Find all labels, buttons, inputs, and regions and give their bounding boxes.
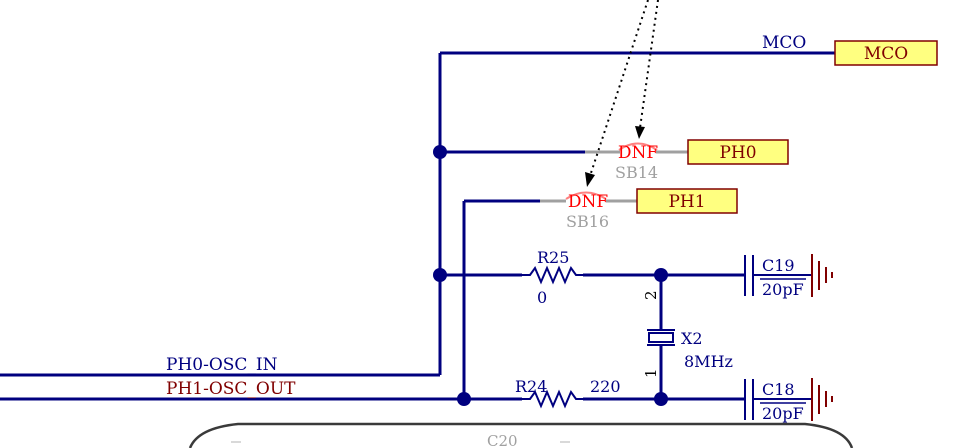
junction-ph0-sb14	[433, 145, 447, 159]
sb14-dnf: DNF	[618, 143, 659, 163]
dotted-arrow-ph1	[589, 0, 649, 177]
ground-c19-icon	[811, 254, 833, 297]
x2-pin1: 1	[642, 368, 660, 378]
r24-designator: R24	[515, 377, 547, 396]
port-ph0-label: PH0	[719, 143, 756, 163]
net-label-mco: MCO	[762, 33, 806, 53]
sb14-designator: SB14	[615, 163, 658, 182]
c19-value: 20pF	[762, 280, 804, 299]
crystal-x2: 2 1 X2 8MHz	[642, 290, 733, 378]
c18-designator: C18	[762, 380, 795, 399]
port-ph1[interactable]: PH1	[636, 188, 738, 214]
junction-ph1-r24	[457, 392, 471, 406]
r25-designator: R25	[537, 248, 569, 267]
port-mco-label: MCO	[864, 44, 908, 64]
net-label-ph1-osc-out: PH1-OSC_OUT	[166, 379, 296, 399]
r24-value: 220	[590, 377, 621, 396]
capacitor-c19: C19 20pF	[742, 255, 812, 299]
junction-r24-x2	[654, 392, 668, 406]
r25-value: 0	[537, 288, 547, 307]
junction-ph0-r25	[433, 268, 447, 282]
ground-c18-icon	[811, 378, 833, 421]
port-ph1-label: PH1	[668, 192, 705, 212]
solder-bridge-sb14: DNF SB14	[585, 142, 688, 182]
junctions	[433, 145, 668, 406]
c20-outline: C20	[188, 422, 854, 448]
arrowhead-ph0	[635, 126, 645, 139]
capacitor-c18: C18 20pF	[742, 379, 812, 423]
sb16-dnf: DNF	[568, 192, 609, 212]
junction-r25-x2	[654, 268, 668, 282]
sb16-designator: SB16	[566, 212, 609, 231]
c19-designator: C19	[762, 256, 795, 275]
port-mco[interactable]: MCO	[834, 40, 938, 66]
x2-value: 8MHz	[684, 352, 733, 371]
c20-designator: C20	[487, 432, 518, 448]
port-ph0[interactable]: PH0	[687, 139, 789, 165]
resistor-r25: R25 0	[522, 248, 583, 307]
arrowhead-ph1	[585, 172, 595, 187]
wires	[0, 51, 835, 401]
x2-pin2: 2	[642, 290, 660, 300]
resistor-r24: R24 220	[515, 377, 621, 409]
solder-bridge-sb16: DNF SB16	[540, 191, 637, 231]
c18-value: 20pF	[762, 404, 804, 423]
dotted-arrows	[585, 0, 659, 187]
net-label-ph0-osc-in: PH0-OSC_IN	[166, 355, 278, 375]
x2-designator: X2	[681, 329, 703, 348]
